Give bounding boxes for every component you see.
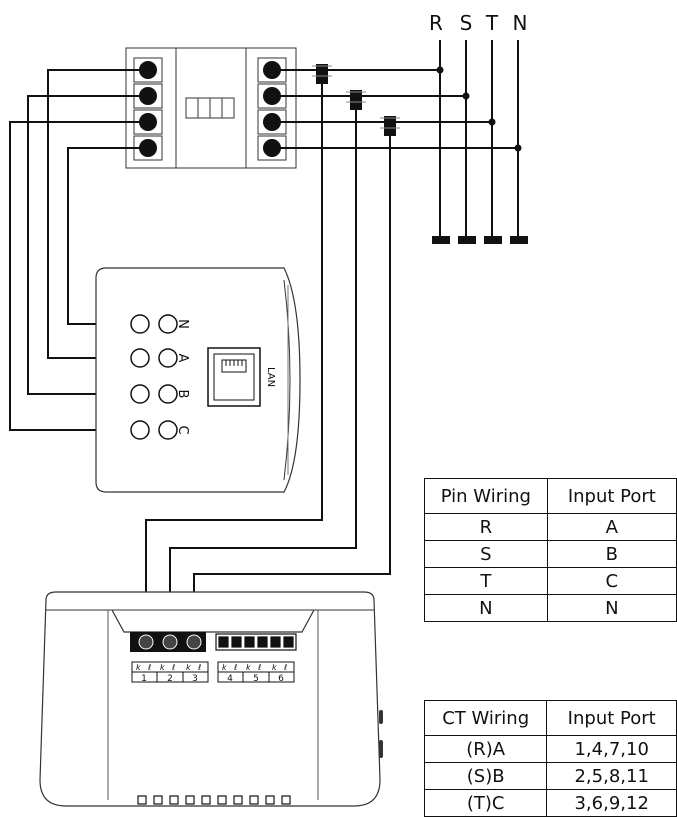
table-cell: B (546, 540, 677, 568)
table-row: S B (424, 540, 677, 568)
port-label-strip (131, 661, 295, 683)
svg-text:k: k (136, 663, 141, 672)
port-number-4: 4 (227, 674, 233, 684)
bus-label-t: T (485, 11, 499, 35)
svg-text:ℓ: ℓ (197, 663, 201, 672)
ct-clamp-3 (380, 116, 400, 136)
svg-text:ℓ: ℓ (171, 663, 175, 672)
ct-clamp-1 (312, 64, 332, 84)
meter-label-a: A (175, 354, 190, 363)
meter-label-n: N (175, 319, 190, 329)
table-cell: (R)A (423, 735, 548, 763)
port-number-2: 2 (167, 674, 173, 684)
table-cell: 3,6,9,12 (546, 789, 677, 817)
meter-label-c: C (175, 425, 190, 434)
meter-terminal-circles (130, 314, 178, 440)
table-cell: (T)C (423, 789, 548, 817)
table-row: R A (424, 513, 677, 541)
bus-label-n: N (513, 11, 528, 35)
svg-text:ℓ: ℓ (147, 663, 151, 672)
meter-label-b: B (175, 390, 190, 399)
table-row: T C (424, 567, 677, 595)
table-cell: N (424, 594, 548, 622)
breaker (125, 47, 297, 169)
svg-text:k: k (222, 663, 227, 672)
svg-text:k: k (272, 663, 277, 672)
table-cell: C (546, 567, 677, 595)
pin-table-header-2: Input Port (546, 478, 677, 514)
meter-device: N A B C LAN (95, 267, 301, 493)
table-header-row: CT Wiring Input Port (423, 700, 677, 736)
table-row: (S)B 2,5,8,11 (423, 762, 677, 790)
ct-clamp-2 (346, 90, 366, 110)
table-cell: A (546, 513, 677, 541)
table-cell: (S)B (423, 762, 548, 790)
ct-table-header-1: CT Wiring (423, 700, 548, 736)
lan-port-icon (207, 347, 261, 407)
bus-label-r: R (429, 11, 443, 35)
svg-text:k: k (246, 663, 251, 672)
svg-text:ℓ: ℓ (257, 663, 261, 672)
table-cell: R (424, 513, 548, 541)
pin-wiring-table: Pin Wiring Input Port R A S B T C N N (424, 478, 677, 622)
table-cell: N (546, 594, 677, 622)
ct-table-header-2: Input Port (546, 700, 677, 736)
svg-text:k: k (186, 663, 191, 672)
bus-feed-wires (272, 69, 518, 149)
lan-label: LAN (265, 367, 276, 387)
bus-label-s: S (460, 11, 473, 35)
table-row: N N (424, 594, 677, 622)
table-cell: T (424, 567, 548, 595)
table-header-row: Pin Wiring Input Port (424, 478, 677, 514)
bottom-vents (137, 795, 291, 805)
table-cell: 2,5,8,11 (546, 762, 677, 790)
svg-text:k: k (160, 663, 165, 672)
pin-table-header-1: Pin Wiring (424, 478, 548, 514)
svg-text:ℓ: ℓ (233, 663, 237, 672)
bus-end-blocks (432, 236, 528, 244)
table-row: (T)C 3,6,9,12 (423, 789, 677, 817)
side-knobs (379, 710, 383, 758)
table-cell: S (424, 540, 548, 568)
ct-wiring-table: CT Wiring Input Port (R)A 1,4,7,10 (S)B … (423, 700, 677, 817)
port-number-6: 6 (278, 674, 284, 684)
port-number-5: 5 (253, 674, 259, 684)
port-number-3: 3 (192, 674, 198, 684)
junction-dots (436, 66, 522, 152)
bus-lines (439, 40, 519, 238)
table-cell: 1,4,7,10 (546, 735, 677, 763)
port-number-1: 1 (141, 674, 147, 684)
ct-input-sockets (130, 632, 206, 652)
table-row: (R)A 1,4,7,10 (423, 735, 677, 763)
svg-text:ℓ: ℓ (283, 663, 287, 672)
spare-terminal-block (215, 633, 297, 651)
